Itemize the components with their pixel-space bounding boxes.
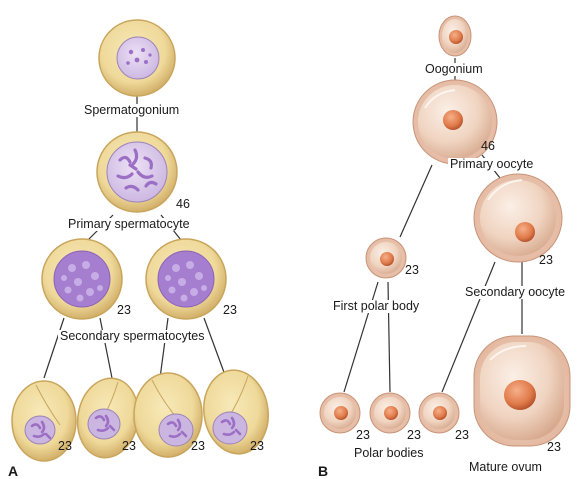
first-polar-body-cell <box>366 238 406 278</box>
count-spermatid-4: 23 <box>250 440 264 453</box>
count-primary-spermatocyte: 46 <box>176 198 190 211</box>
label-secondary-spermatocytes: Secondary spermatocytes <box>58 330 207 343</box>
count-spermatid-3: 23 <box>191 440 205 453</box>
count-secondary-left: 23 <box>117 304 131 317</box>
count-spermatid-1: 23 <box>58 440 72 453</box>
count-primary-oocyte: 46 <box>481 140 495 153</box>
polar-body-3 <box>419 393 459 433</box>
mature-ovum-cell <box>474 336 570 446</box>
polar-body-1 <box>320 393 360 433</box>
label-secondary-oocyte: Secondary oocyte <box>463 286 567 299</box>
secondary-spermatocyte-right <box>146 239 226 319</box>
oogonium-cell <box>439 16 471 56</box>
label-primary-spermatocyte: Primary spermatocyte <box>66 218 192 231</box>
count-mature-ovum: 23 <box>547 441 561 454</box>
label-primary-oocyte: Primary oocyte <box>448 158 535 171</box>
count-polar-body-3: 23 <box>455 429 469 442</box>
primary-spermatocyte-cell <box>97 132 177 212</box>
count-secondary-oocyte: 23 <box>539 254 553 267</box>
secondary-oocyte-cell <box>474 174 562 262</box>
count-spermatid-2: 23 <box>122 440 136 453</box>
label-mature-ovum: Mature ovum <box>469 461 542 474</box>
panel-a-letter: A <box>8 464 18 478</box>
label-spermatogonium: Spermatogonium <box>82 104 181 117</box>
count-polar-body-1: 23 <box>356 429 370 442</box>
polar-body-2 <box>370 393 410 433</box>
label-first-polar-body: First polar body <box>331 300 421 313</box>
label-polar-bodies: Polar bodies <box>352 447 426 460</box>
label-oogonium: Oogonium <box>423 63 485 76</box>
panel-b-letter: B <box>318 464 328 478</box>
count-first-polar-body: 23 <box>405 264 419 277</box>
secondary-spermatocyte-left <box>42 239 122 319</box>
count-secondary-right: 23 <box>223 304 237 317</box>
count-polar-body-2: 23 <box>407 429 421 442</box>
spermatogonium-cell <box>99 20 175 96</box>
